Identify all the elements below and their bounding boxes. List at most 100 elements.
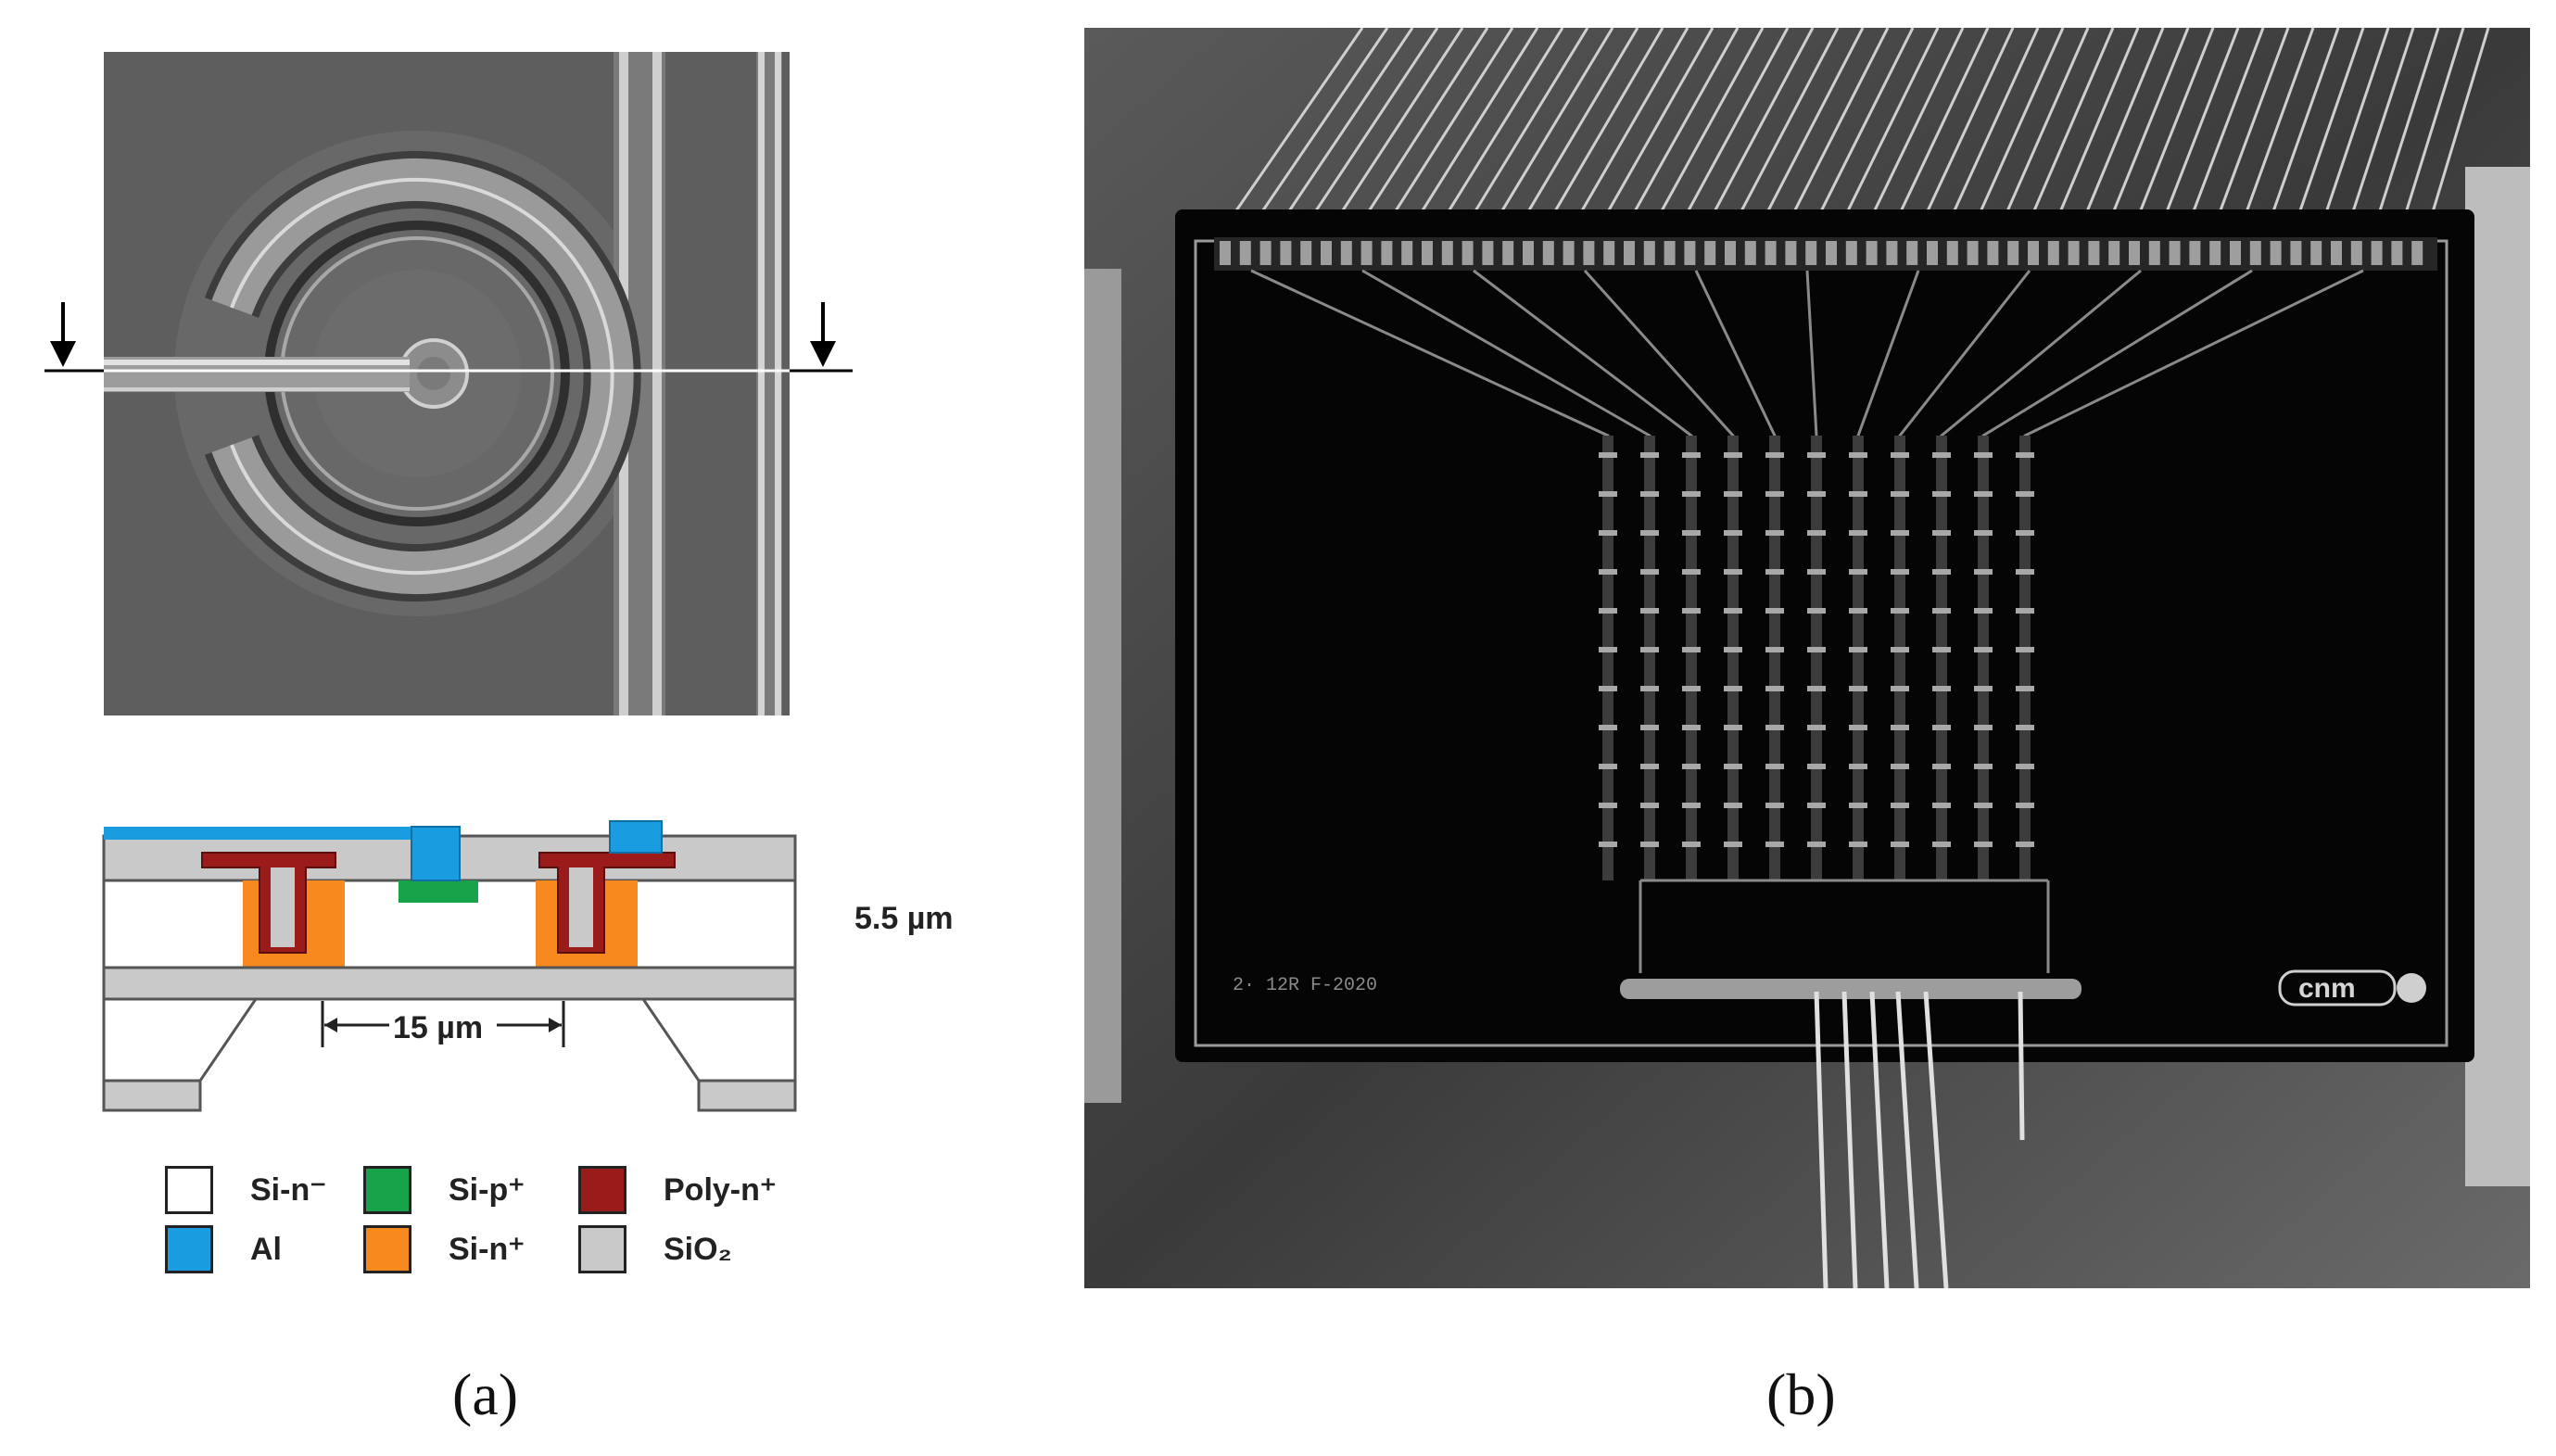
legend-label: Poly-n⁺: [664, 1172, 777, 1208]
bond-pad: [1583, 241, 1595, 265]
bond-wire: [2368, 28, 2440, 244]
bottom-pad-strip: [1620, 979, 2081, 999]
pixel-cell: [1932, 491, 1951, 497]
pixel-cell: [1891, 452, 1909, 458]
bond-pad: [1422, 241, 1433, 265]
pixel-cell: [1849, 491, 1867, 497]
pixel-cell: [1682, 764, 1701, 769]
pixel-cell: [1891, 686, 1909, 691]
pixel-cell: [1932, 608, 1951, 614]
pixel-cell: [1640, 530, 1659, 536]
pixel-cell: [1724, 803, 1742, 808]
bond-wire: [2287, 28, 2365, 244]
bond-wire: [1293, 28, 1439, 244]
panel-label-b: (b): [1766, 1361, 1836, 1427]
bond-pad: [1704, 241, 1716, 265]
legend-item-si-n-plus: Si-n⁺: [363, 1225, 525, 1273]
pixel-cell: [1765, 647, 1784, 652]
bond-pad: [1563, 241, 1575, 265]
bond-wire: [1803, 28, 1915, 244]
column-electrode: [1644, 436, 1655, 880]
pixel-cell: [1724, 647, 1742, 652]
pixel-cell: [1724, 842, 1742, 847]
pixel-cell: [1765, 569, 1784, 575]
bond-pad: [1220, 241, 1231, 265]
pixel-cell: [1640, 764, 1659, 769]
bond-pad: [1360, 241, 1373, 265]
bond-pad: [1967, 241, 1979, 265]
pixel-cell: [1599, 647, 1617, 652]
cnm-logo-icon: cnm: [2278, 969, 2426, 1007]
pixel-cell: [1891, 725, 1909, 730]
column-electrode: [1769, 436, 1780, 880]
pixel-cell: [1807, 569, 1826, 575]
top-bond-wires: [1212, 28, 2490, 244]
bond-wire: [1938, 28, 2040, 244]
pixel-cell: [1724, 608, 1742, 614]
bond-pad: [1523, 241, 1534, 265]
pixel-cell: [1974, 569, 1993, 575]
bond-pad: [1381, 241, 1393, 265]
legend-swatch: [165, 1225, 213, 1273]
top-bond-pads: [1220, 241, 2423, 265]
pixel-cell: [1640, 725, 1659, 730]
sem-micrograph: [44, 52, 853, 715]
pixel-cell: [1640, 569, 1659, 575]
pixel-cell: [1599, 569, 1617, 575]
pixel-cell: [1765, 491, 1784, 497]
bond-pad: [2028, 241, 2039, 265]
pixel-cell: [1974, 725, 1993, 730]
column-electrode: [1853, 436, 1864, 880]
bond-wire: [2422, 28, 2490, 244]
pixel-cell: [1599, 608, 1617, 614]
bond-wire: [1642, 28, 1765, 244]
panel-label-a: (a): [452, 1361, 519, 1427]
pixel-cell: [1849, 530, 1867, 536]
pixel-cell: [1640, 803, 1659, 808]
pixel-cell: [1807, 686, 1826, 691]
bond-wire: [1535, 28, 1664, 244]
bond-wire: [1965, 28, 2065, 244]
bond-wire: [1588, 28, 1715, 244]
bond-pad: [2391, 241, 2403, 265]
legend-item-al: Al: [165, 1225, 282, 1273]
pixel-cell: [1974, 530, 1993, 536]
column-electrode: [1811, 436, 1822, 880]
bond-wire: [2233, 28, 2315, 244]
legend-item-si-n-minus: Si-n⁻: [165, 1166, 326, 1214]
bond-wire: [1830, 28, 1940, 244]
pixel-cell: [1682, 491, 1701, 497]
pixel-cell: [1807, 725, 1826, 730]
legend-label: Si-n⁺: [449, 1232, 525, 1267]
pixel-cell: [2016, 647, 2034, 652]
column-electrode: [1978, 436, 1989, 880]
bond-wire: [2018, 28, 2115, 244]
pixel-cell: [1682, 647, 1701, 652]
pixel-cell: [1974, 686, 1993, 691]
pixel-cell: [1599, 530, 1617, 536]
bond-wire: [1320, 28, 1464, 244]
pixel-cell: [1724, 686, 1742, 691]
bond-wire: [1777, 28, 1890, 244]
bond-pad: [2189, 241, 2201, 265]
pixel-cell: [1765, 686, 1784, 691]
bond-pad: [1845, 241, 1857, 265]
bond-pad: [2310, 241, 2322, 265]
pixel-cell: [1682, 608, 1701, 614]
legend-item-poly-n-plus: Poly-n⁺: [578, 1166, 777, 1214]
pixel-cell: [1640, 647, 1659, 652]
cnm-logo-text: cnm: [2298, 973, 2356, 1004]
bond-wire: [2260, 28, 2340, 244]
pixel-cell: [1599, 764, 1617, 769]
pixel-cell: [1849, 647, 1867, 652]
bond-pad: [2270, 241, 2282, 265]
pixel-cell: [1891, 647, 1909, 652]
bond-pad: [1744, 241, 1756, 265]
pixel-cell: [1849, 764, 1867, 769]
bond-pad: [2290, 241, 2302, 265]
pixel-cell: [1599, 725, 1617, 730]
bond-pad: [1826, 241, 1837, 265]
legend-label: Si-p⁺: [449, 1172, 525, 1208]
pixel-cell: [1765, 530, 1784, 536]
thickness-label: 5.5 µm: [854, 901, 954, 936]
